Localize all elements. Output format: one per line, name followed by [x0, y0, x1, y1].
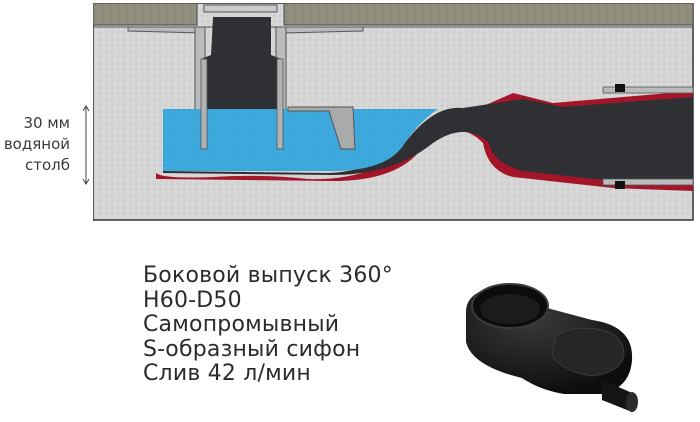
dimension-value: 30 мм: [23, 114, 71, 132]
dimension-caption-line2: столб: [25, 156, 70, 174]
dimension-label: 30 мм водяной столб: [4, 113, 70, 176]
siphon-body-icon: [466, 283, 638, 412]
drain-outlet-column: [201, 17, 281, 109]
feature-item: H60-D50: [143, 287, 242, 313]
feature-list: Боковой выпуск 360° H60-D50 Самопромывны…: [143, 263, 393, 387]
floor-tile-left: [93, 3, 198, 26]
dimension-caption-line1: водяной: [3, 135, 70, 153]
feature-item: Слив 42 л/мин: [143, 361, 312, 387]
feature-item: Самопромывный: [143, 312, 340, 338]
drain-grate: [203, 4, 278, 13]
floor-tile-right: [283, 3, 694, 26]
siphon-product-image: [452, 272, 642, 418]
double-arrow-icon: [82, 105, 90, 185]
cross-section-illustration: [93, 3, 694, 221]
water-column-dimension: 30 мм водяной столб: [0, 105, 90, 185]
water-seal: [163, 109, 438, 171]
feature-item: S-образный сифон: [143, 336, 361, 362]
siphon-cross-section-diagram: [93, 3, 694, 221]
feature-item: Боковой выпуск 360°: [143, 263, 393, 288]
